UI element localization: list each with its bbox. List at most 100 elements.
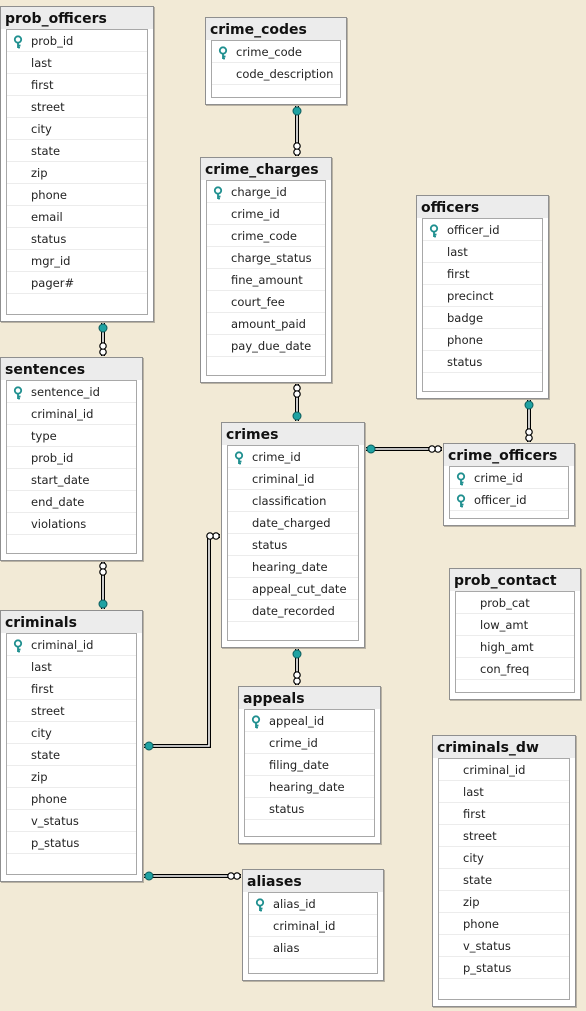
field-row[interactable]: crime_id bbox=[245, 732, 374, 754]
table-title[interactable]: crime_officers bbox=[444, 444, 574, 466]
field-row[interactable]: state bbox=[7, 140, 147, 162]
field-row[interactable]: v_status bbox=[7, 810, 136, 832]
field-row[interactable]: criminal_id bbox=[7, 403, 136, 425]
field-row[interactable]: street bbox=[7, 700, 136, 722]
field-row[interactable]: court_fee bbox=[207, 291, 325, 313]
field-row[interactable]: state bbox=[7, 744, 136, 766]
field-row[interactable]: last bbox=[423, 241, 542, 263]
field-row[interactable]: first bbox=[7, 74, 147, 96]
field-row[interactable]: precinct bbox=[423, 285, 542, 307]
field-row[interactable]: zip bbox=[7, 162, 147, 184]
field-row[interactable]: status bbox=[423, 351, 542, 373]
field-row[interactable]: state bbox=[439, 869, 569, 891]
field-row[interactable]: pay_due_date bbox=[207, 335, 325, 357]
field-row[interactable]: prob_cat bbox=[456, 592, 574, 614]
table-title[interactable]: criminals bbox=[1, 611, 142, 633]
field-row[interactable]: criminal_id bbox=[228, 468, 358, 490]
field-row[interactable]: officer_id bbox=[450, 489, 568, 511]
field-row[interactable]: officer_id bbox=[423, 219, 542, 241]
field-row[interactable]: status bbox=[245, 798, 374, 820]
field-row[interactable]: criminal_id bbox=[7, 634, 136, 656]
field-row[interactable]: classification bbox=[228, 490, 358, 512]
field-row[interactable]: status bbox=[7, 228, 147, 250]
field-row[interactable]: charge_status bbox=[207, 247, 325, 269]
field-row[interactable]: city bbox=[7, 722, 136, 744]
table-title[interactable]: officers bbox=[417, 196, 548, 218]
table-title[interactable]: crime_charges bbox=[201, 158, 331, 180]
field-row[interactable]: prob_id bbox=[7, 447, 136, 469]
field-row[interactable]: criminal_id bbox=[249, 915, 377, 937]
field-row[interactable]: first bbox=[7, 678, 136, 700]
field-row[interactable]: filing_date bbox=[245, 754, 374, 776]
field-row[interactable]: end_date bbox=[7, 491, 136, 513]
field-row[interactable]: type bbox=[7, 425, 136, 447]
field-row[interactable]: city bbox=[439, 847, 569, 869]
table-title[interactable]: crimes bbox=[222, 423, 364, 445]
field-row[interactable]: alias bbox=[249, 937, 377, 959]
field-row[interactable]: high_amt bbox=[456, 636, 574, 658]
field-row[interactable]: p_status bbox=[439, 957, 569, 979]
table-title[interactable]: appeals bbox=[239, 687, 380, 709]
field-row[interactable]: p_status bbox=[7, 832, 136, 854]
field-row[interactable]: mgr_id bbox=[7, 250, 147, 272]
field-row[interactable]: email bbox=[7, 206, 147, 228]
field-row[interactable]: crime_id bbox=[207, 203, 325, 225]
table-title[interactable]: prob_contact bbox=[450, 569, 580, 591]
field-row[interactable]: phone bbox=[7, 788, 136, 810]
field-row[interactable]: crime_code bbox=[207, 225, 325, 247]
field-row[interactable]: crime_id bbox=[228, 446, 358, 468]
field-row[interactable]: first bbox=[423, 263, 542, 285]
field-row[interactable]: start_date bbox=[7, 469, 136, 491]
field-row[interactable]: phone bbox=[423, 329, 542, 351]
field-row[interactable]: last bbox=[7, 52, 147, 74]
field-row[interactable]: charge_id bbox=[207, 181, 325, 203]
field-row[interactable]: appeal_id bbox=[245, 710, 374, 732]
field-row[interactable]: street bbox=[7, 96, 147, 118]
field-row[interactable]: last bbox=[439, 781, 569, 803]
table-title[interactable]: aliases bbox=[243, 870, 383, 892]
field-row[interactable]: status bbox=[228, 534, 358, 556]
field-row[interactable]: first bbox=[439, 803, 569, 825]
field-row[interactable]: alias_id bbox=[249, 893, 377, 915]
field-row[interactable]: badge bbox=[423, 307, 542, 329]
field-row[interactable]: hearing_date bbox=[245, 776, 374, 798]
table-title[interactable]: prob_officers bbox=[1, 7, 153, 29]
table-title[interactable]: criminals_dw bbox=[433, 736, 575, 758]
field-row[interactable]: v_status bbox=[439, 935, 569, 957]
field-row[interactable]: street bbox=[439, 825, 569, 847]
table-title[interactable]: sentences bbox=[1, 358, 142, 380]
field-row[interactable]: prob_id bbox=[7, 30, 147, 52]
field-row[interactable]: date_charged bbox=[228, 512, 358, 534]
field-row[interactable]: phone bbox=[7, 184, 147, 206]
field-row[interactable]: amount_paid bbox=[207, 313, 325, 335]
field-row[interactable]: crime_id bbox=[450, 467, 568, 489]
field-row[interactable]: date_recorded bbox=[228, 600, 358, 622]
field-row[interactable]: criminal_id bbox=[439, 759, 569, 781]
field-row[interactable]: phone bbox=[439, 913, 569, 935]
field-row[interactable]: con_freq bbox=[456, 658, 574, 680]
field-row[interactable]: pager# bbox=[7, 272, 147, 294]
field-row[interactable]: code_description bbox=[212, 63, 340, 85]
field-row[interactable]: appeal_cut_date bbox=[228, 578, 358, 600]
field-row[interactable]: city bbox=[7, 118, 147, 140]
field-row[interactable]: crime_code bbox=[212, 41, 340, 63]
field-row[interactable]: hearing_date bbox=[228, 556, 358, 578]
field-row[interactable]: low_amt bbox=[456, 614, 574, 636]
table-title[interactable]: crime_codes bbox=[206, 18, 346, 40]
field-row[interactable]: sentence_id bbox=[7, 381, 136, 403]
field-row[interactable]: fine_amount bbox=[207, 269, 325, 291]
field-row[interactable]: last bbox=[7, 656, 136, 678]
field-row[interactable]: zip bbox=[7, 766, 136, 788]
